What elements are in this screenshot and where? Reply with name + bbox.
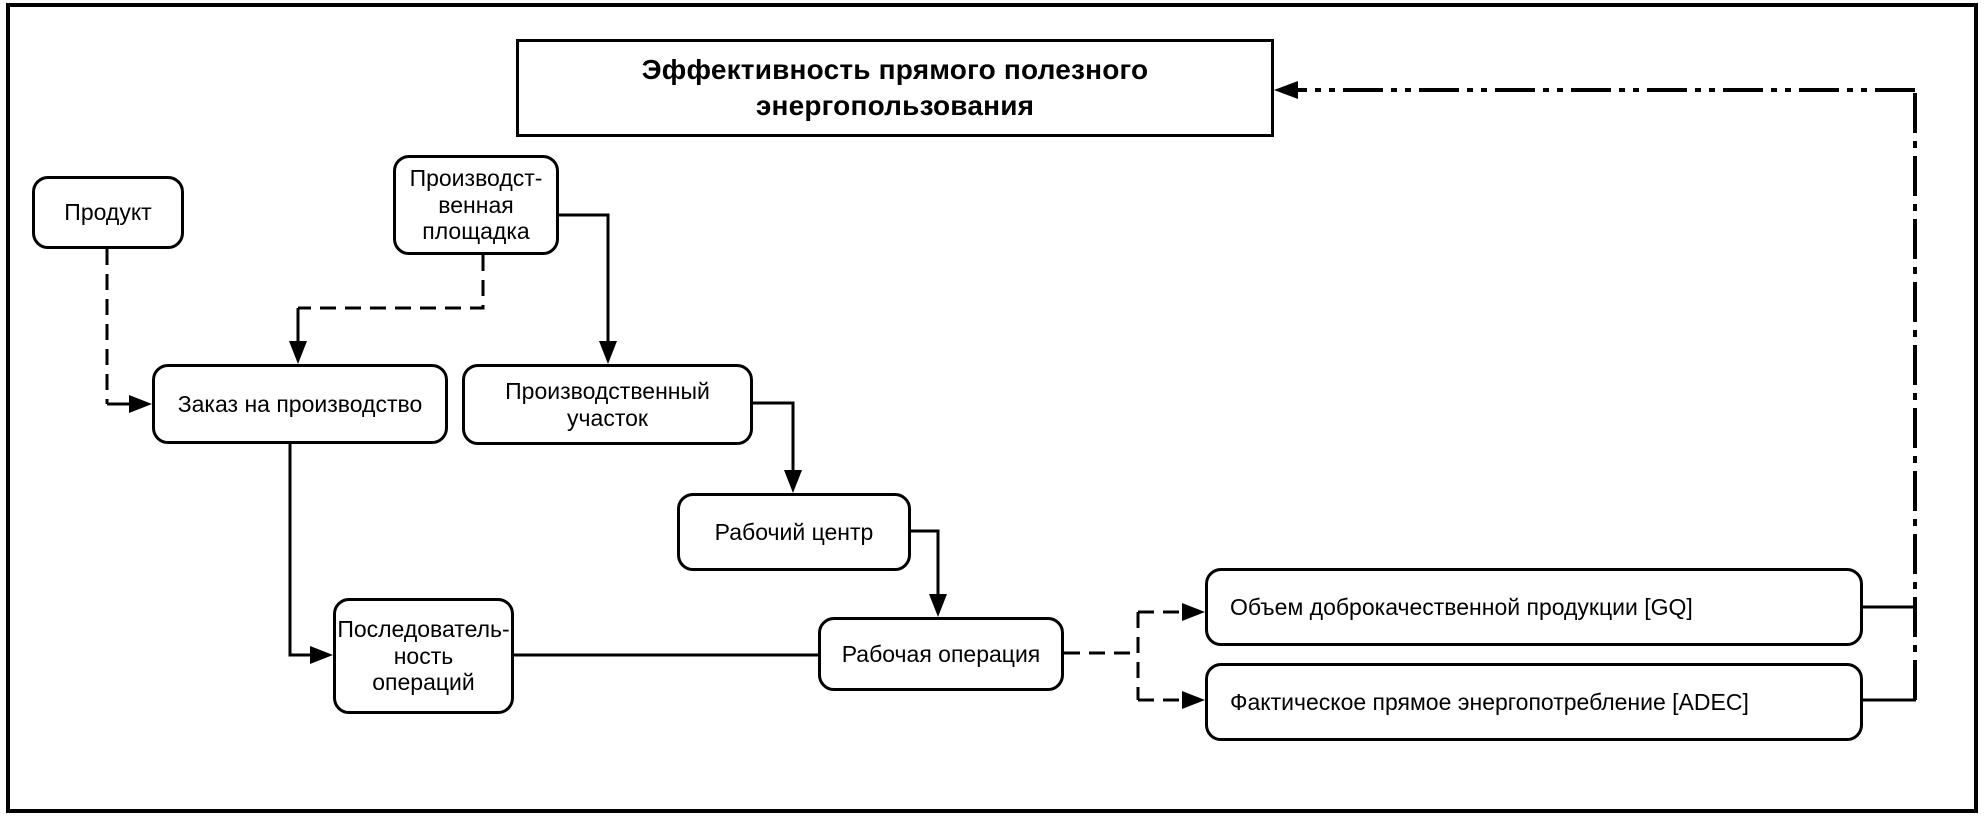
connector-workcenter-to-operation: [910, 529, 940, 602]
arrowhead-into-operation-top: [929, 594, 947, 617]
arrowhead-into-order-top: [289, 341, 307, 364]
node-good-quality-output: Объем доброкачественной продукции [GQ]: [1205, 568, 1863, 646]
arrowhead-into-adec-left: [1182, 691, 1205, 709]
connector-section-to-workcenter: [752, 401, 795, 478]
node-production-site: Производст- венная площадка: [393, 155, 559, 255]
node-production-order: Заказ на производство: [152, 364, 448, 444]
node-operation-sequence: Последователь- ность операций: [333, 598, 514, 714]
connector-site-to-section: [558, 213, 610, 349]
arrowhead-into-workcenter-top: [784, 470, 802, 493]
figure-border: [6, 3, 1978, 813]
connector-order-to-sequence: [288, 444, 316, 657]
arrowhead-into-gq-left: [1182, 603, 1205, 621]
node-work-operation: Рабочая операция: [818, 617, 1064, 691]
arrowhead-into-sequence-left: [310, 646, 333, 664]
node-work-center: Рабочий центр: [677, 493, 911, 571]
node-product: Продукт: [32, 176, 184, 249]
node-production-section: Производственный участок: [462, 364, 753, 445]
node-actual-direct-energy: Фактическое прямое энергопотребление [AD…: [1205, 663, 1863, 741]
arrowhead-into-title-right: [1274, 81, 1298, 99]
arrowhead-into-section-top: [599, 341, 617, 364]
arrowhead-into-order-left: [129, 395, 152, 413]
dashed-site-to-order: [298, 255, 485, 310]
node-title: Эффективность прямого полезного энергопо…: [516, 39, 1274, 137]
